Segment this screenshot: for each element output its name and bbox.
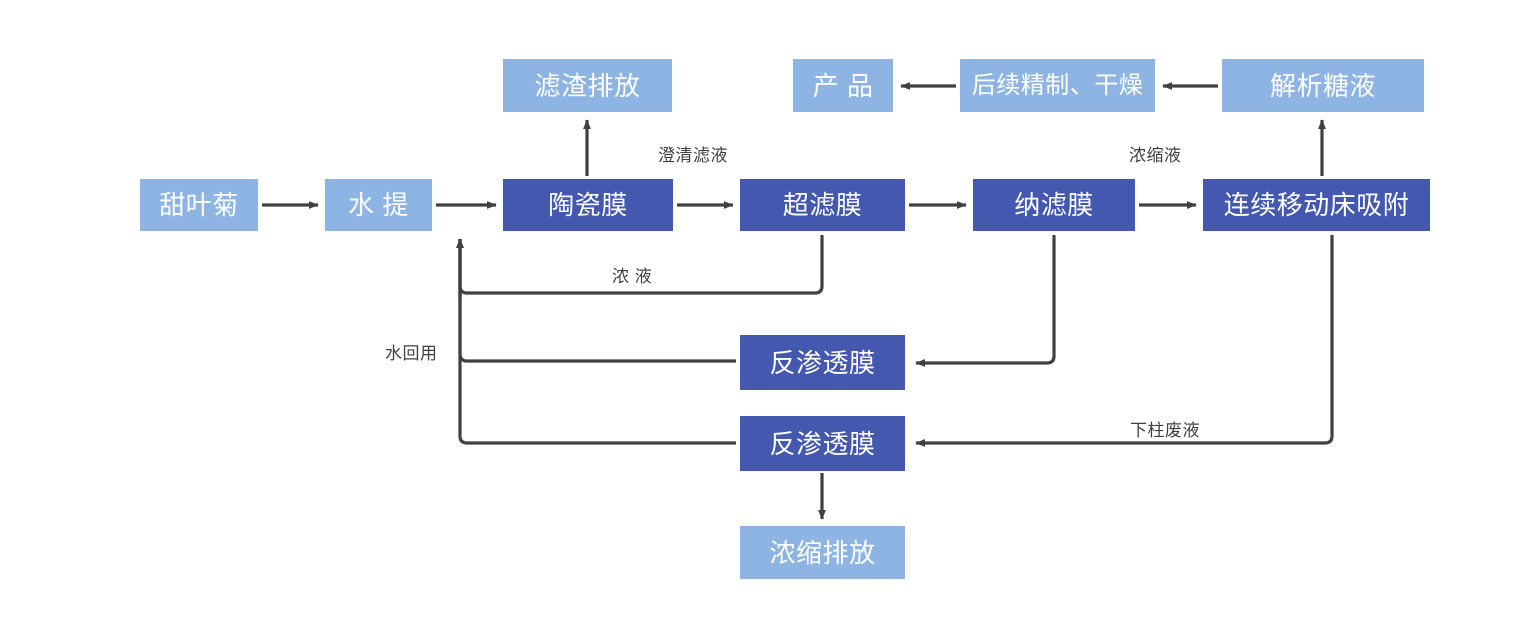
edge-label-concentrate: 浓缩液	[1129, 146, 1182, 165]
node-desorbed-sugar-liquor[interactable]: 解析糖液	[1222, 59, 1424, 112]
node-water-extraction[interactable]: 水 提	[325, 179, 432, 231]
node-ultrafiltration-membrane[interactable]: 超滤膜	[740, 179, 905, 231]
node-stevia[interactable]: 甜叶菊	[140, 179, 258, 231]
edge-label-clarified-filtrate: 澄清滤液	[658, 146, 728, 165]
node-continuous-moving-bed-adsorption[interactable]: 连续移动床吸附	[1203, 179, 1430, 231]
node-label: 解析糖液	[1269, 70, 1376, 101]
node-label: 产 品	[812, 70, 874, 101]
node-ceramic-membrane[interactable]: 陶瓷膜	[503, 179, 673, 231]
connector-ro2-to-ceramic	[458, 239, 736, 445]
node-label: 浓缩排放	[769, 537, 876, 568]
node-reverse-osmosis-membrane-2[interactable]: 反渗透膜	[740, 416, 905, 471]
node-label: 反渗透膜	[769, 428, 876, 459]
node-label: 反渗透膜	[769, 347, 876, 378]
node-refining-drying[interactable]: 后续精制、干燥	[960, 59, 1155, 112]
node-label: 水 提	[348, 190, 409, 220]
connector-ro1-to-ceramic	[458, 239, 736, 363]
connector-smb-to-ro2	[915, 235, 1334, 447]
edge-label-water-reuse: 水回用	[385, 344, 438, 363]
node-reverse-osmosis-membrane-1[interactable]: 反渗透膜	[740, 335, 905, 390]
node-label: 超滤膜	[782, 190, 863, 220]
node-nanofiltration-membrane[interactable]: 纳滤膜	[973, 179, 1135, 231]
node-label: 连续移动床吸附	[1223, 190, 1410, 220]
node-product[interactable]: 产 品	[793, 59, 893, 112]
node-label: 滤渣排放	[534, 70, 641, 101]
node-concentrate-discharge[interactable]: 浓缩排放	[740, 526, 905, 579]
node-label: 纳滤膜	[1014, 190, 1094, 220]
edge-label-thick-liquid: 浓 液	[612, 267, 653, 286]
node-label: 后续精制、干燥	[971, 71, 1144, 99]
node-label: 陶瓷膜	[548, 190, 628, 220]
node-label: 甜叶菊	[159, 190, 239, 220]
connector-nano-to-ro1	[915, 235, 1056, 367]
node-residue-discharge[interactable]: 滤渣排放	[503, 59, 672, 112]
edge-label-column-waste: 下柱废液	[1130, 421, 1200, 440]
